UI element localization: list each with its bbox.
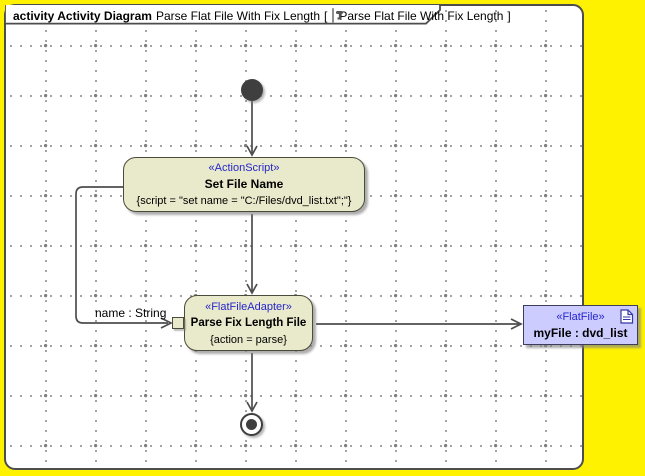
activity-diagram-icon: [332, 8, 344, 23]
diagram-header-tab[interactable]: activity Activity Diagram Parse Flat Fil…: [5, 5, 511, 29]
diagram-frame: [4, 4, 584, 470]
object-node-name: myFile : dvd_list: [533, 325, 628, 340]
action-set-file-name-name: Set File Name: [204, 177, 284, 191]
object-flow-parse-to-flatfile[interactable]: [316, 318, 523, 330]
object-flow-name-string[interactable]: [75, 186, 173, 329]
action-parse-fix-length-file[interactable]: «FlatFileAdapter» Parse Fix Length File …: [184, 295, 313, 351]
control-flow-set-file-name-to-parse[interactable]: [246, 214, 258, 295]
action-parse-name: Parse Fix Length File: [190, 316, 307, 329]
object-node-stereotype: «FlatFile»: [556, 310, 605, 323]
action-set-file-name[interactable]: «ActionScript» Set File Name {script = "…: [123, 157, 365, 212]
diagram-header-text: activity Activity Diagram Parse Flat Fil…: [13, 8, 511, 23]
header-open-bracket: [: [324, 8, 328, 23]
object-flow-label[interactable]: name : String: [95, 306, 167, 320]
activity-diagram-icon-glyph: [336, 11, 344, 20]
activity-final-node-dot: [246, 419, 257, 430]
action-set-file-name-body: {script = "set name = "C:/Files/dvd_list…: [136, 195, 352, 207]
input-pin[interactable]: [172, 317, 184, 329]
activity-final-node[interactable]: [240, 413, 263, 436]
header-close-bracket: ]: [507, 8, 511, 23]
document-icon: [620, 309, 634, 324]
header-ref-title: Parse Flat File With Fix Length: [339, 8, 504, 23]
control-flow-initial-to-set-file-name[interactable]: [246, 101, 258, 157]
header-diagram-title: Parse Flat File With Fix Length: [155, 8, 321, 23]
object-node-flatfile[interactable]: «FlatFile» myFile : dvd_list: [523, 305, 638, 345]
action-parse-body: {action = parse}: [210, 333, 287, 346]
initial-node[interactable]: [241, 79, 263, 101]
action-parse-stereotype: «FlatFileAdapter»: [205, 300, 292, 313]
header-keyword: activity Activity Diagram: [13, 8, 152, 23]
control-flow-parse-to-final[interactable]: [246, 353, 258, 413]
action-set-file-name-stereotype: «ActionScript»: [208, 162, 280, 174]
tab-outline: [5, 5, 441, 25]
